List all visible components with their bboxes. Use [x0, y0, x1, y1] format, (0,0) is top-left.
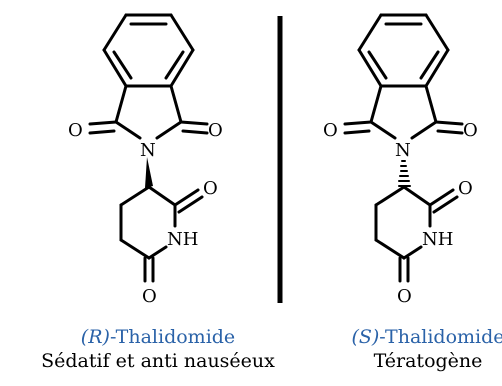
r-thalidomide-caption: (R)-Thalidomide Sédatif et anti nauséeux [28, 325, 288, 373]
imide-ring [343, 84, 464, 140]
imide-ring [88, 84, 209, 140]
benzene-ring [102, 13, 195, 88]
s-compound-name: -Thalidomide [379, 326, 502, 348]
oxygen-left-label: O [323, 120, 338, 141]
glutarimide-ring [119, 185, 204, 283]
oxygen-ring-label: O [203, 178, 218, 199]
glutarimide-ring [374, 185, 459, 283]
oxygen-right-label: O [208, 120, 223, 141]
nh-label: NH [167, 229, 198, 250]
hash-bond [398, 160, 411, 187]
r-thalidomide-description: Sédatif et anti nauséeux [41, 350, 275, 372]
s-thalidomide-structure: O O N O NH O [323, 13, 478, 307]
wedge-bond [145, 157, 153, 188]
r-stereo-prefix: (R) [80, 326, 110, 348]
nitrogen-label: N [140, 140, 156, 161]
s-thalidomide-caption: (S)-Thalidomide Tératogène [298, 325, 502, 373]
nh-label: NH [422, 229, 453, 250]
oxygen-bottom-label: O [397, 286, 412, 307]
s-thalidomide-description: Tératogène [373, 350, 483, 372]
oxygen-ring-label: O [458, 178, 473, 199]
s-stereo-prefix: (S) [351, 326, 380, 348]
r-thalidomide-name: (R)-Thalidomide [28, 325, 288, 349]
nitrogen-label: N [395, 140, 411, 161]
oxygen-left-label: O [68, 120, 83, 141]
r-compound-name: -Thalidomide [109, 326, 236, 348]
benzene-ring [357, 13, 450, 88]
oxygen-right-label: O [463, 120, 478, 141]
r-thalidomide-structure: O O N O NH O [68, 13, 223, 307]
s-thalidomide-name: (S)-Thalidomide [298, 325, 502, 349]
oxygen-bottom-label: O [142, 286, 157, 307]
